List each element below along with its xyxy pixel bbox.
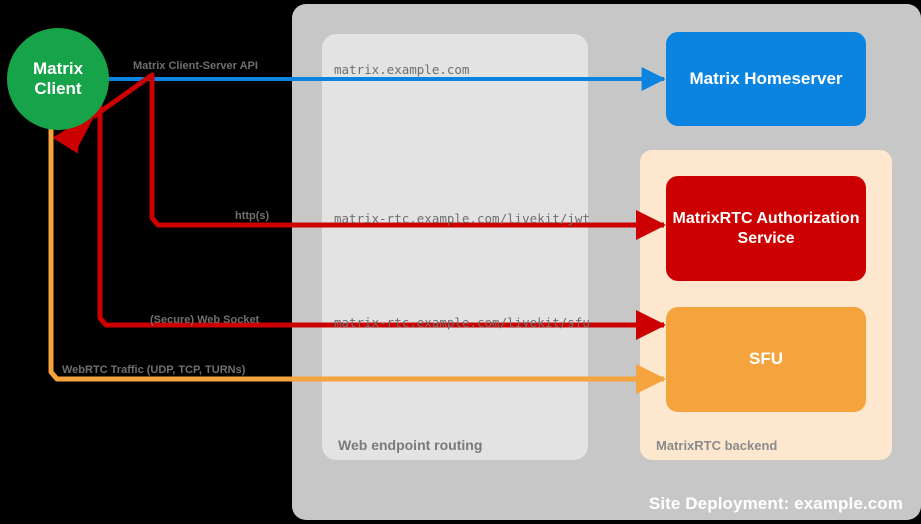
node-matrix-client[interactable]: Matrix Client [7,28,109,130]
site-deployment-label: Site Deployment: example.com [648,494,903,513]
node-matrix-homeserver[interactable]: Matrix Homeserver [666,32,866,126]
node-matrixrtc-authorization-service[interactable]: MatrixRTC Authorization Service [666,176,866,281]
sfu-label: SFU [749,349,783,369]
label-cs-api-protocol: Matrix Client-Server API [133,60,258,72]
matrix-client-line2: Client [34,79,82,98]
web-endpoint-routing-label: Web endpoint routing [338,437,483,453]
label-endpoint-livekit-sfu: matrix-rtc.example.com/livekit/sfu [334,315,590,330]
web-endpoint-routing-panel [322,34,588,460]
matrixrtc-authorization-service-label: MatrixRTC Authorization Service [672,210,860,247]
node-sfu[interactable]: SFU [666,307,866,412]
label-endpoint-livekit-jwt: matrix-rtc.example.com/livekit/jwt [334,211,590,226]
matrix-client-line1: Matrix [32,59,84,79]
matrixrtc-backend-label: MatrixRTC backend [656,438,778,453]
label-endpoint-matrix: matrix.example.com [334,62,470,77]
label-https-protocol: http(s) [235,210,270,222]
matrix-homeserver-label: Matrix Homeserver [689,68,843,88]
label-webrtc-protocol: WebRTC Traffic (UDP, TCP, TURNs) [62,364,246,376]
label-websocket-protocol: (Secure) Web Socket [150,314,260,326]
